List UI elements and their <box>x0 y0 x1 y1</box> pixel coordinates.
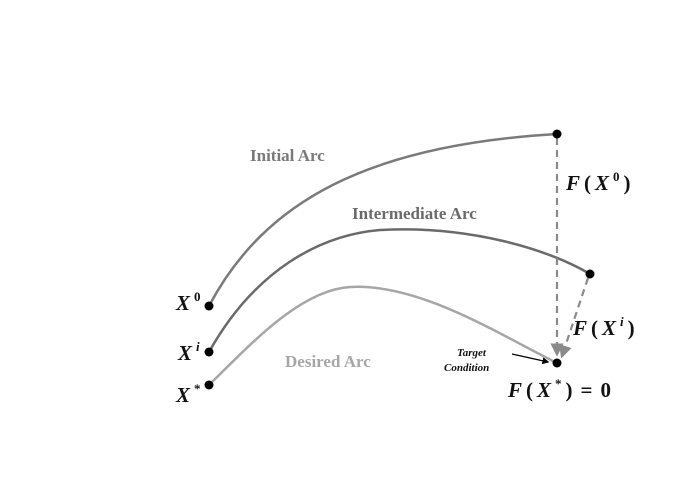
start-label-xi: X i <box>177 339 200 365</box>
start-label-xstar: X * <box>175 381 201 407</box>
start-label-xstar-base: X <box>175 383 191 407</box>
error-label-f-xstar: F ( X * ) = 0 <box>507 375 611 402</box>
desired-arc <box>208 285 558 386</box>
f-xi-open: ( <box>591 316 598 340</box>
f-xi-func: F <box>572 316 587 340</box>
intermediate-arc <box>207 228 591 353</box>
start-dot-xstar <box>204 380 214 390</box>
f-x0-func: F <box>565 171 580 195</box>
desired-arc-label: Desired Arc <box>285 352 371 371</box>
end-dot-target <box>552 358 562 368</box>
f-xi-base: X <box>601 316 617 340</box>
f-xstar-close: ) <box>566 378 573 402</box>
f-xstar-open: ( <box>526 378 533 402</box>
f-xi-close: ) <box>628 316 635 340</box>
dashed-error-xi <box>559 277 590 359</box>
intermediate-arc-label: Intermediate Arc <box>352 204 477 223</box>
f-xstar-base: X <box>536 378 552 402</box>
target-label-line2: Condition <box>444 362 489 374</box>
initial-arc <box>207 132 558 307</box>
initial-arc-label: Initial Arc <box>250 146 325 165</box>
start-dot-x0 <box>204 301 214 311</box>
f-x0-close: ) <box>624 171 631 195</box>
f-xstar-func: F <box>507 378 522 402</box>
error-label-f-x0: F ( X 0 ) <box>565 168 631 195</box>
target-arrow <box>511 353 550 365</box>
start-label-xstar-sup: * <box>194 381 201 396</box>
start-dot-xi <box>204 347 214 357</box>
start-label-xi-sup: i <box>196 339 200 354</box>
start-label-x0-base: X <box>175 291 191 315</box>
f-x0-open: ( <box>584 171 591 195</box>
f-xstar-sup: * <box>555 376 562 391</box>
f-xstar-value: 0 <box>601 378 612 402</box>
start-label-x0-sup: 0 <box>194 289 201 304</box>
f-xstar-equals: = <box>581 378 593 402</box>
start-label-xi-base: X <box>177 341 193 365</box>
f-xi-sup: i <box>620 314 624 329</box>
end-dot-intermediate <box>585 269 595 279</box>
error-label-f-xi: F ( X i ) <box>572 313 635 340</box>
f-x0-sup: 0 <box>613 169 620 184</box>
end-dot-initial <box>552 129 562 139</box>
target-label-line1: Target <box>457 347 487 359</box>
f-x0-base: X <box>594 171 610 195</box>
start-label-x0: X 0 <box>175 289 201 315</box>
